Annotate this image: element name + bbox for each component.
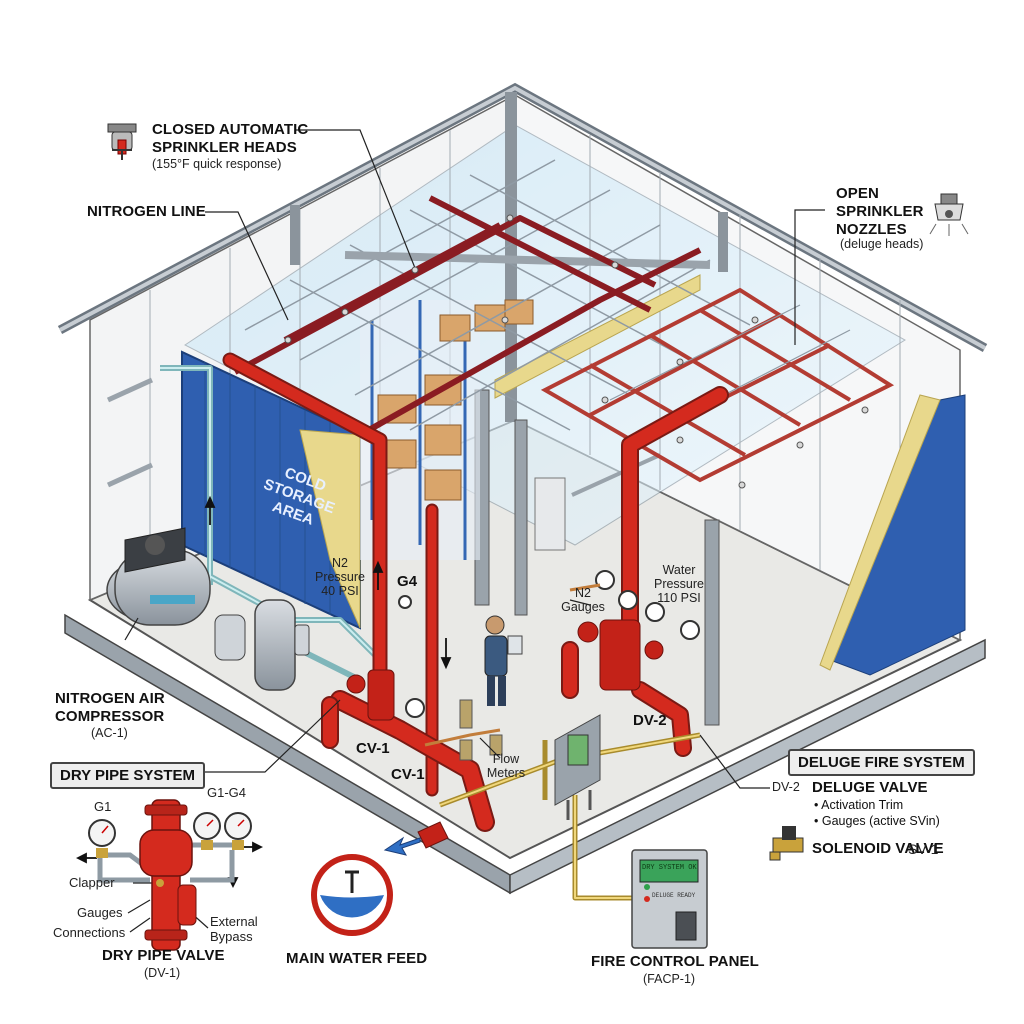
facp-display-line1: DRY SYSTEM OK: [642, 864, 697, 872]
n2-pressure-label: N2 Pressure 40 PSI: [314, 556, 366, 598]
fire-control-panel: [631, 849, 708, 949]
closed-heads-sub: (155°F quick response): [152, 157, 282, 171]
ceiling-grid: [244, 159, 751, 431]
local-control-box: [554, 714, 601, 820]
deluge-valve-label: DELUGE VALVE: [812, 779, 928, 796]
compressor-label: NITROGEN AIR COMPRESSOR: [55, 690, 165, 725]
flow-meters-label: Flow Meters: [486, 752, 526, 780]
open-nozzles-label: OPEN SPRINKLER NOZZLES: [836, 185, 924, 238]
main-water-feed-icon: [311, 854, 393, 936]
gauges-label: Gauges: [77, 905, 123, 920]
flow-meters: [459, 699, 503, 761]
deluge-system-tag: DELUGE FIRE SYSTEM: [788, 749, 975, 776]
dry-pipe-valve-detail: [88, 799, 252, 951]
drawing-gauges: [398, 570, 700, 718]
open-nozzle-icon: [929, 193, 969, 236]
technician-figure: [484, 615, 523, 706]
deluge-item: Activation Trim: [814, 797, 940, 813]
main-feed-outlet: [383, 821, 449, 856]
n2-gauges-label: N2 Gauges: [561, 586, 605, 614]
valve-bodies: [346, 619, 664, 721]
closed-sprinkler-icon: [107, 123, 137, 160]
water-pressure-label: Water Pressure 110 PSI: [653, 563, 705, 605]
leader-lines: [124, 129, 825, 933]
cv1-label-b: CV-1: [391, 766, 425, 783]
closed-heads-label: CLOSED AUTOMATIC SPRINKLER HEADS: [152, 121, 309, 156]
main-water-feed-label: MAIN WATER FEED: [286, 950, 428, 967]
connections-label: Connections: [53, 925, 126, 940]
deluge-grid: [540, 287, 895, 483]
solenoid-sub: SV-1: [908, 841, 939, 857]
cold-storage-room: [181, 274, 966, 676]
nitrogen-line-label: NITROGEN LINE: [87, 203, 206, 220]
solenoid-valve-icon: [769, 826, 804, 861]
dv2-label: DV-2: [633, 712, 667, 729]
facp-label: FIRE CONTROL PANEL: [591, 953, 759, 970]
flow-arrows: [75, 495, 452, 889]
nitrogen-compressor-drawing: [106, 527, 310, 691]
dry-pipe-valve-sub: (DV-1): [144, 966, 181, 980]
cv1-label-a: CV-1: [356, 740, 390, 757]
solenoid-label: SOLENOID VALVE: [812, 840, 944, 857]
dry-pipe-system-tag: DRY PIPE SYSTEM: [50, 762, 206, 789]
g4-label: G4: [397, 573, 418, 590]
deluge-valve-list: Activation Trim Gauges (active SVin): [814, 797, 940, 829]
clapper-label: Clapper: [69, 875, 115, 890]
compressor-sub: (AC-1): [91, 726, 128, 740]
dv2-ref-label: DV-2: [772, 780, 800, 794]
facp-display-line2: DELUGE READY: [652, 892, 696, 899]
deluge-item: Gauges (active SVin): [814, 813, 940, 829]
external-bypass-label: External Bypass: [210, 914, 258, 944]
open-nozzles-sub: (deluge heads): [840, 237, 924, 251]
g1-label: G1: [94, 799, 112, 814]
g1-g4-label: G1-G4: [207, 785, 247, 800]
facp-sub: (FACP-1): [643, 972, 696, 986]
ceiling-sprinkler-heads: [284, 214, 869, 489]
dry-pipe-valve-label: DRY PIPE VALVE: [102, 947, 225, 964]
